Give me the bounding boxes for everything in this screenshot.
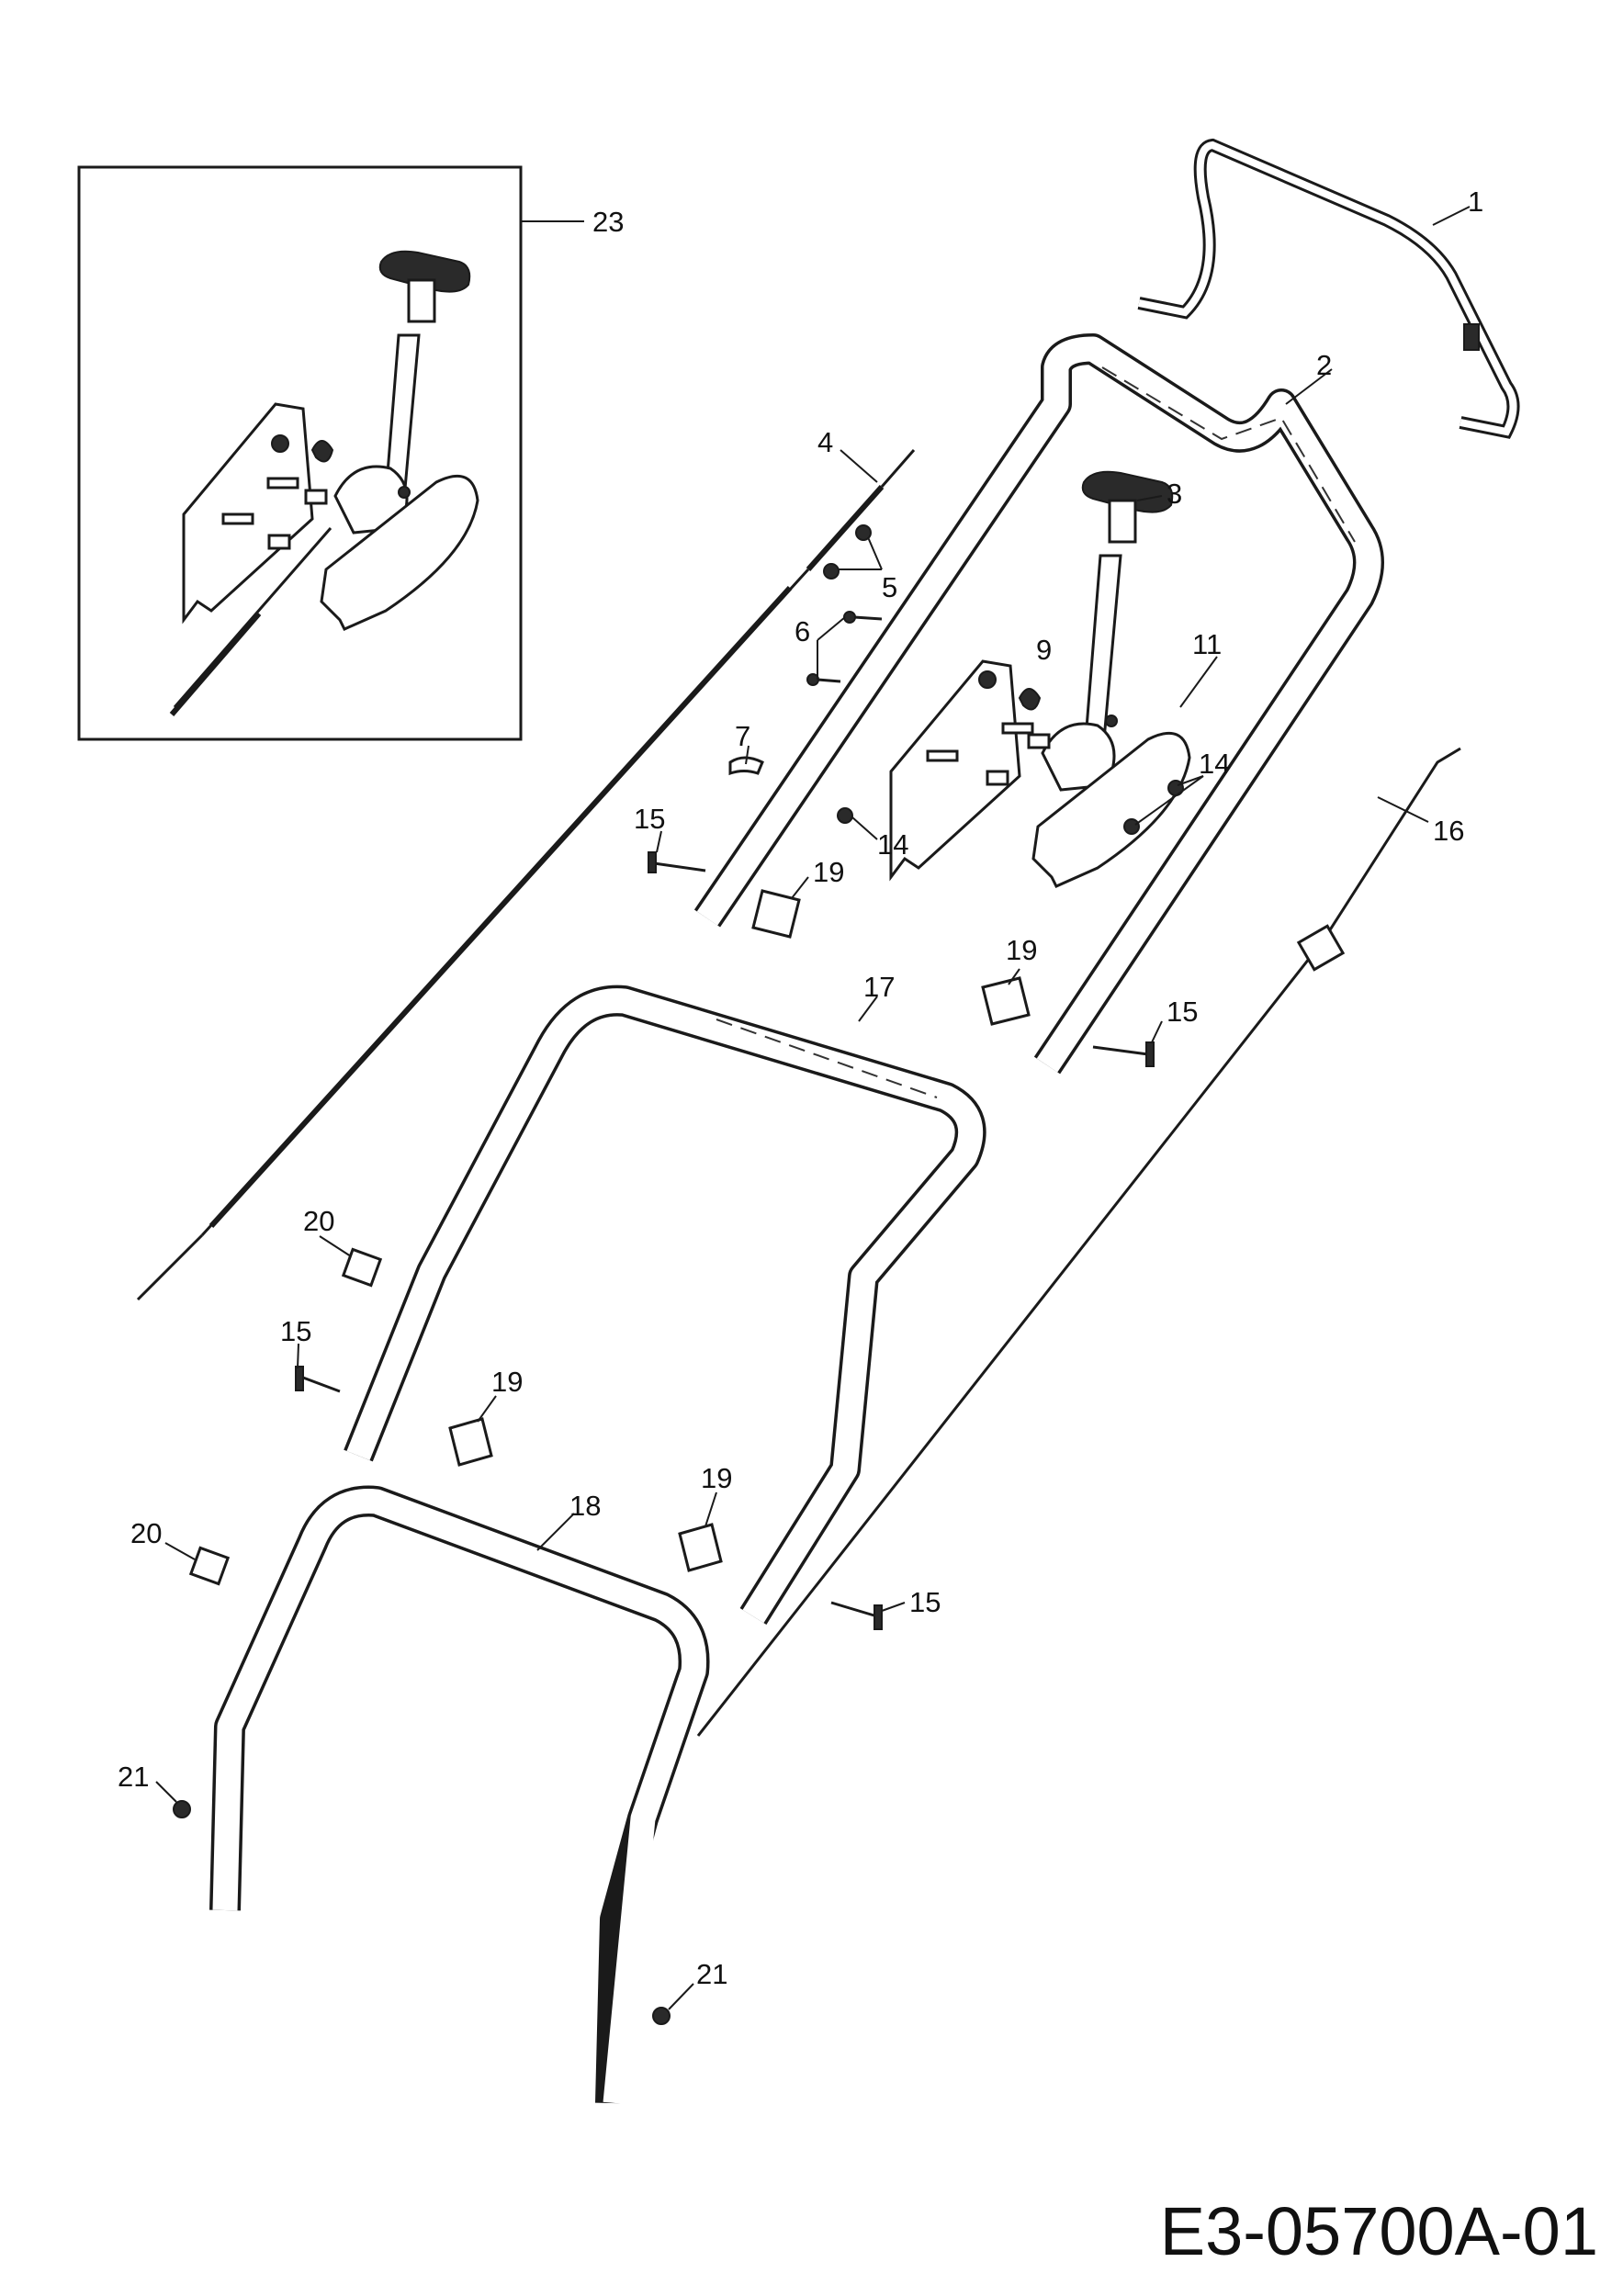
main-handle-part-2	[693, 333, 1384, 1075]
control-lever-assembly	[889, 470, 1191, 888]
small-parts	[173, 611, 1155, 2025]
callout-14b: 14	[877, 828, 908, 861]
diagram-code: E3-05700A-01	[1160, 2193, 1598, 2269]
callout-19b: 19	[1006, 934, 1037, 966]
callout-14a: 14	[1199, 748, 1230, 780]
callout-15b: 15	[1167, 996, 1198, 1028]
callout-2: 2	[1316, 349, 1332, 381]
callout-15d: 15	[909, 1586, 941, 1618]
callout-5: 5	[882, 571, 897, 603]
leader-lines	[155, 206, 1471, 2010]
callout-15a: 15	[634, 803, 665, 835]
callout-3: 3	[1167, 478, 1182, 510]
cable-part-16	[696, 747, 1461, 1737]
callout-16: 16	[1433, 815, 1464, 847]
lower-handle-part-18	[209, 1485, 710, 2105]
cable-part-4	[136, 449, 916, 1301]
callout-1: 1	[1468, 186, 1483, 218]
callout-15c: 15	[280, 1315, 311, 1347]
callout-19d: 19	[701, 1462, 732, 1494]
callout-21b: 21	[696, 1958, 727, 1990]
callout-labels: 1 2 3 4 5 6 7 9 11 14 14 15 15 15 15 16 …	[118, 186, 1483, 1990]
callout-9: 9	[1036, 634, 1052, 666]
callout-7: 7	[735, 720, 750, 752]
callout-18: 18	[569, 1490, 601, 1522]
callout-11: 11	[1192, 628, 1222, 660]
callout-4: 4	[817, 426, 833, 458]
callout-19a: 19	[813, 856, 844, 888]
callout-19c: 19	[491, 1366, 523, 1398]
inset-knob	[378, 250, 471, 323]
callout-6: 6	[795, 615, 810, 647]
callout-21a: 21	[118, 1761, 149, 1793]
middle-handle-part-17	[344, 985, 986, 1626]
inset-assembly-23	[77, 165, 584, 741]
callout-20a: 20	[303, 1205, 334, 1237]
callout-20b: 20	[130, 1517, 162, 1549]
callout-23: 23	[592, 206, 624, 238]
callout-17: 17	[863, 971, 895, 1003]
bail-bar-part-1	[1137, 138, 1520, 439]
